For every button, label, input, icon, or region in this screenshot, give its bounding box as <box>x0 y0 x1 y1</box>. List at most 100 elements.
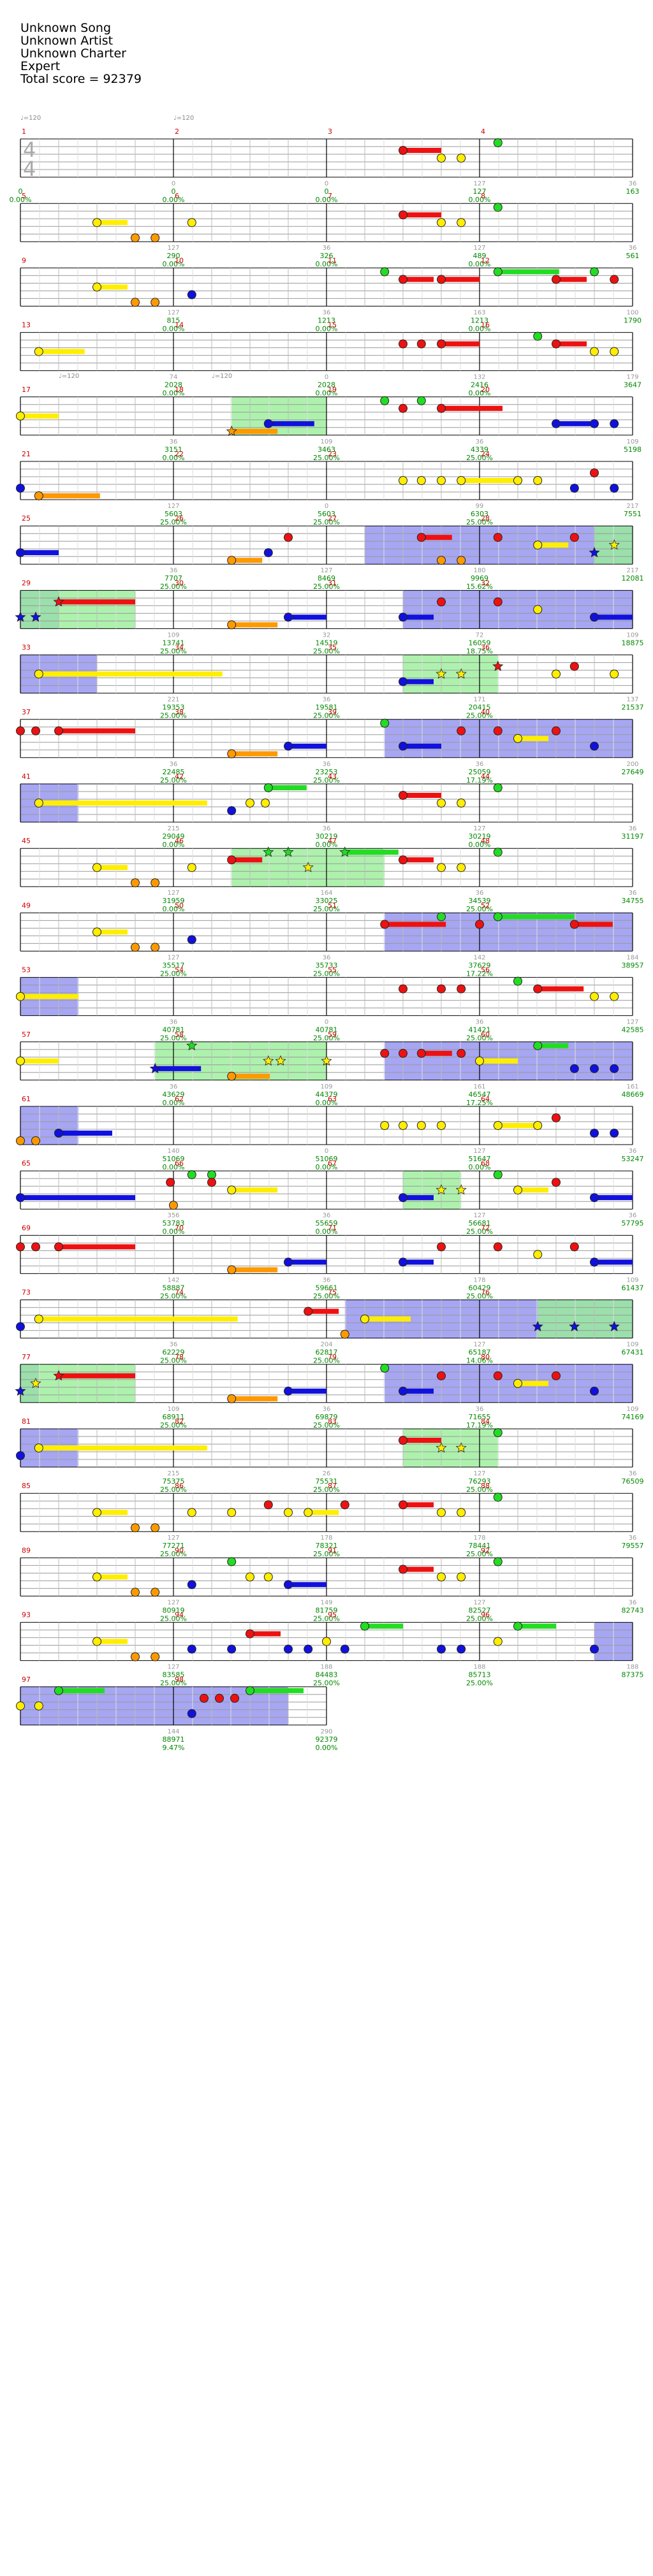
artist-name: Unknown Artist <box>20 34 114 48</box>
measure-note-count: 180 <box>473 567 485 574</box>
measure-score: 21537 <box>622 704 644 712</box>
sustain-tail <box>59 1131 112 1136</box>
solo-section <box>385 719 633 758</box>
measure-multiplier: 0.00% <box>316 1099 338 1107</box>
measure-multiplier: 25.00% <box>313 712 340 720</box>
note-green <box>380 267 390 277</box>
measure-number: 16 <box>481 321 490 329</box>
measure-multiplier: 25.00% <box>313 1550 340 1558</box>
staff-row <box>16 1039 633 1081</box>
sustain-tail <box>556 421 594 426</box>
note-orange <box>150 1652 160 1661</box>
note-red <box>230 1693 239 1703</box>
measure-score: 25059 <box>469 768 491 776</box>
note-blue <box>610 1064 619 1073</box>
note-red <box>590 468 599 477</box>
note-red <box>399 403 407 413</box>
measure-score: 1213 <box>471 316 488 324</box>
note-green <box>533 331 543 341</box>
sustain-tail <box>38 1445 207 1451</box>
measure-number: 70 <box>175 1224 184 1232</box>
measure-multiplier: 25.00% <box>160 776 187 785</box>
measure-note-count: 142 <box>167 1277 179 1284</box>
measure-number: 88 <box>481 1482 490 1490</box>
note-red <box>552 1371 561 1380</box>
measure-note-count: 188 <box>626 1664 638 1671</box>
note-red <box>200 1693 209 1703</box>
measure-note-count: 127 <box>473 245 485 252</box>
note-yellow <box>322 1637 331 1646</box>
measure-note-count: 290 <box>320 1728 332 1735</box>
measure-number: 21 <box>22 450 31 458</box>
measure-multiplier: 25.00% <box>160 1614 187 1623</box>
sustain-tail <box>518 1187 548 1193</box>
sustain-tail <box>288 1388 326 1394</box>
measure-number: 90 <box>175 1546 184 1554</box>
measure-note-count: 36 <box>323 697 331 704</box>
note-green <box>493 783 503 792</box>
note-orange <box>131 1523 140 1533</box>
measure-multiplier: 25.00% <box>313 582 340 591</box>
star-note <box>321 1055 332 1066</box>
staff-row <box>16 461 633 500</box>
sustain-tail <box>556 277 587 282</box>
measure-note-count: 137 <box>626 697 638 704</box>
measure-multiplier: 0.00% <box>316 1163 338 1171</box>
note-yellow <box>610 347 619 356</box>
measure-number: 75 <box>328 1289 337 1297</box>
sustain-tail <box>403 1567 434 1572</box>
note-yellow <box>34 669 43 679</box>
measure-number: 74 <box>175 1289 184 1297</box>
measure-number: 92 <box>481 1546 490 1554</box>
measure-number: 77 <box>22 1353 31 1361</box>
note-blue <box>399 1386 407 1396</box>
measure-score: 60429 <box>469 1284 491 1292</box>
measure-score: 2028 <box>165 381 182 389</box>
note-blue <box>590 1257 599 1267</box>
sustain-tail <box>38 671 223 677</box>
note-yellow <box>416 476 426 485</box>
measure-note-count: 100 <box>626 309 638 316</box>
measure-note-count: 109 <box>626 438 638 445</box>
measure-score: 2028 <box>318 381 335 389</box>
measure-number: 18 <box>175 386 184 394</box>
note-red <box>380 1048 390 1058</box>
measure-note-count: 109 <box>626 632 638 639</box>
note-blue <box>569 1064 579 1073</box>
measure-score: 37629 <box>469 961 491 969</box>
measure-number: 4 <box>481 127 485 136</box>
note-yellow <box>34 799 43 807</box>
measure-number: 89 <box>22 1546 31 1554</box>
measure-number: 14 <box>175 321 184 329</box>
measure-score: 77271 <box>163 1542 185 1550</box>
sustain-tail <box>365 1623 403 1629</box>
measure-note-count: 127 <box>473 1599 485 1606</box>
note-blue <box>16 484 25 493</box>
note-red <box>457 984 466 994</box>
measure-multiplier: 0.00% <box>316 260 338 268</box>
sustain-tail <box>441 405 503 411</box>
star-note <box>282 846 294 857</box>
measure-score: 71655 <box>469 1413 491 1421</box>
note-yellow <box>457 863 466 872</box>
measure-number: 76 <box>481 1289 490 1297</box>
star-power-section <box>403 1171 462 1210</box>
measure-score: 51647 <box>469 1155 491 1163</box>
measure-note-count: 171 <box>473 697 485 704</box>
note-red <box>416 533 426 542</box>
measure-score: 1790 <box>624 316 642 324</box>
note-yellow <box>457 218 466 228</box>
note-yellow <box>187 218 196 228</box>
note-red <box>552 275 561 284</box>
measure-multiplier: 17.22% <box>466 969 493 978</box>
note-red <box>437 984 446 994</box>
measure-score: 30219 <box>469 832 491 841</box>
note-yellow <box>513 1378 522 1388</box>
measure-note-count: 0 <box>172 180 175 187</box>
measure-multiplier: 25.00% <box>466 1614 493 1623</box>
note-green <box>493 1557 503 1567</box>
note-yellow <box>399 476 407 485</box>
note-green <box>380 718 390 728</box>
measure-score: 8469 <box>318 574 335 582</box>
staff-row <box>20 1621 633 1661</box>
